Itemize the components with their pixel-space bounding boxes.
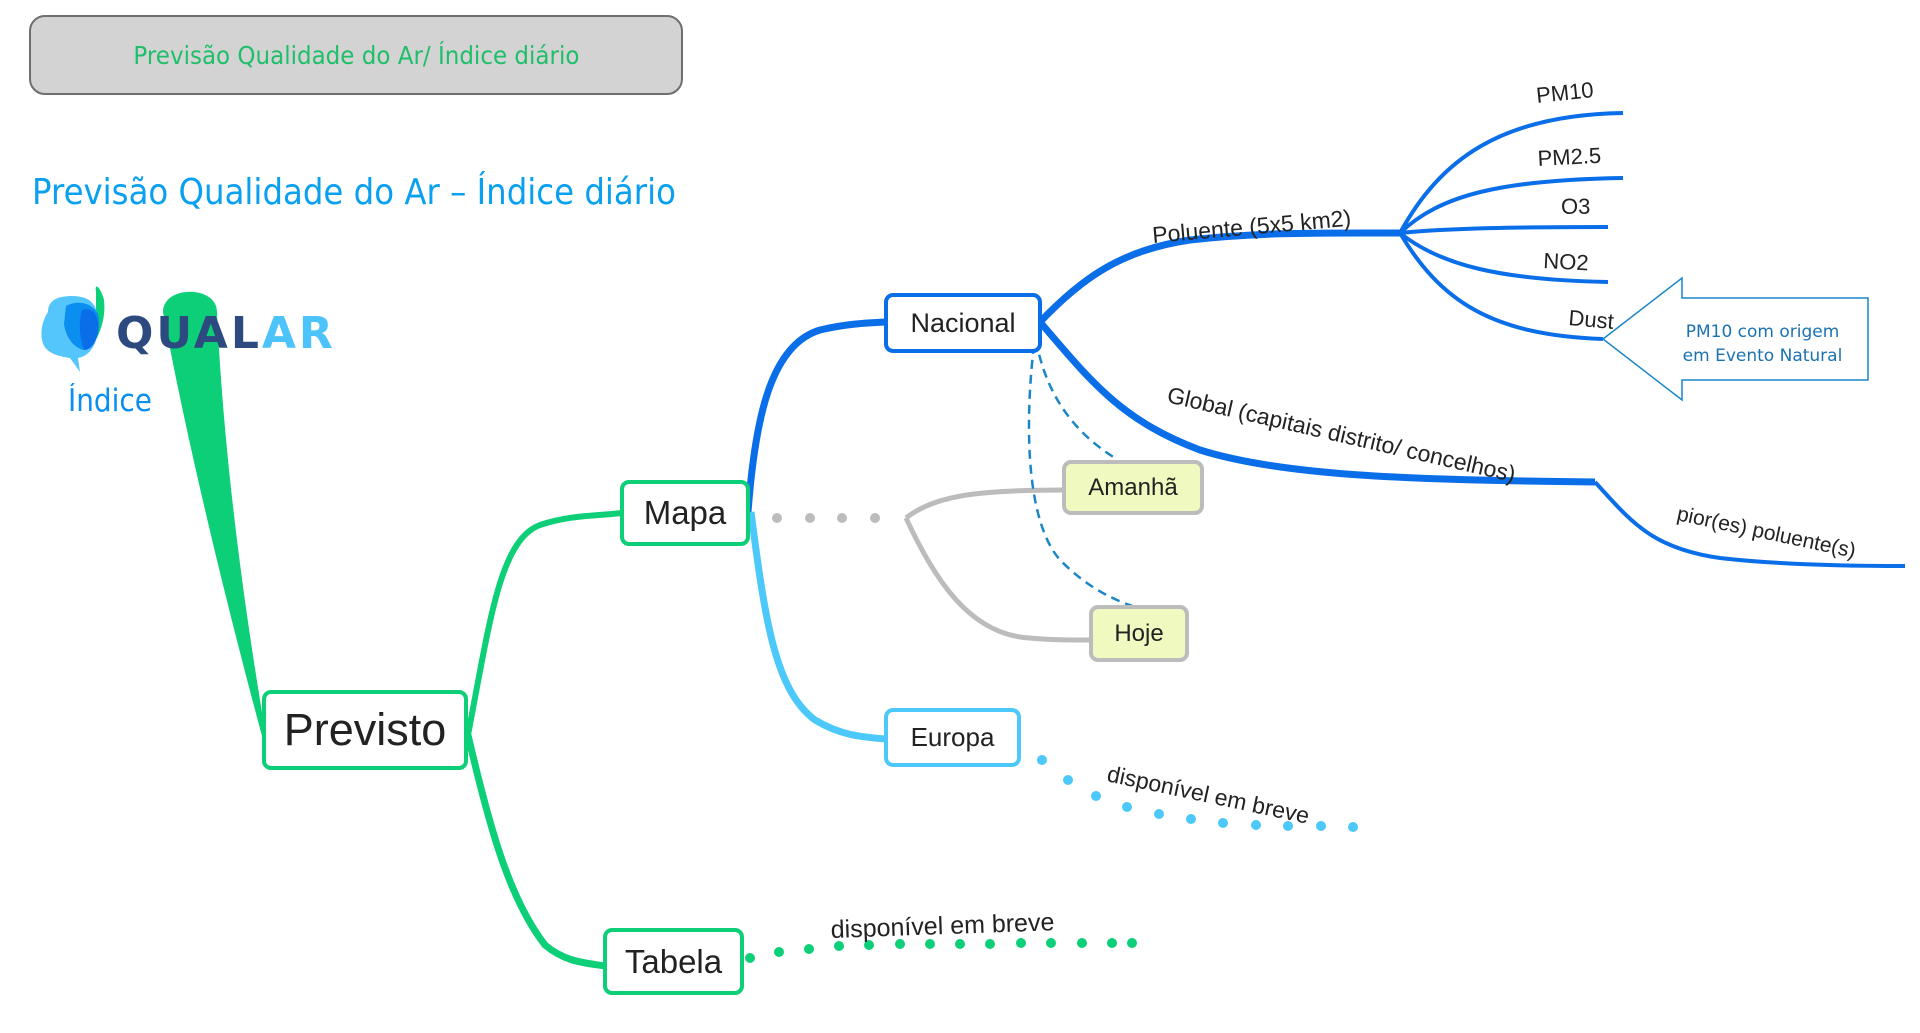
connector-previsto-tabela bbox=[464, 734, 606, 970]
pollutant-branches bbox=[1398, 111, 1624, 341]
connector-fork-hoje bbox=[903, 516, 1092, 643]
label-pm25: PM2.5 bbox=[1537, 143, 1602, 171]
branch-o3 bbox=[1399, 225, 1609, 235]
branch-pm10 bbox=[1398, 111, 1624, 234]
node-mapa[interactable]: Mapa bbox=[620, 480, 750, 546]
branch-pm25 bbox=[1398, 176, 1624, 235]
label-no2: NO2 bbox=[1543, 248, 1589, 275]
node-hoje-label: Hoje bbox=[1114, 619, 1164, 647]
logo-text-ar: AR bbox=[261, 308, 336, 359]
branch-no2 bbox=[1398, 231, 1609, 284]
callout-line-2: em Evento Natural bbox=[1682, 346, 1843, 366]
node-hoje[interactable]: Hoje bbox=[1089, 605, 1189, 662]
node-previsto-label: Previsto bbox=[283, 704, 447, 755]
label-dust: Dust bbox=[1568, 305, 1615, 334]
header-title: Previsão Qualidade do Ar/ Índice diário bbox=[132, 40, 580, 70]
branch-dust bbox=[1398, 231, 1604, 341]
node-nacional-label: Nacional bbox=[910, 307, 1016, 338]
logo-text-qual: QUAL bbox=[116, 308, 262, 359]
connector-mapa-nacional bbox=[744, 318, 887, 513]
node-mapa-label: Mapa bbox=[643, 494, 727, 531]
dashed-link-hoje bbox=[1027, 344, 1136, 609]
callout-line-1: PM10 com origem bbox=[1685, 322, 1840, 342]
node-amanha-label: Amanhã bbox=[1088, 473, 1178, 501]
label-poluente: Poluente (5x5 km2) bbox=[1151, 205, 1352, 248]
connector-previsto-mapa bbox=[465, 510, 623, 736]
label-o3: O3 bbox=[1561, 194, 1590, 219]
node-previsto[interactable]: Previsto bbox=[262, 690, 468, 770]
qualar-logo-icon bbox=[41, 286, 105, 372]
connector-pior bbox=[1593, 480, 1906, 568]
node-europa[interactable]: Europa bbox=[884, 708, 1021, 767]
node-nacional[interactable]: Nacional bbox=[884, 293, 1042, 353]
connector-mapa-europa bbox=[747, 511, 887, 743]
dashed-link-amanha bbox=[1034, 339, 1116, 460]
header-title-box: Previsão Qualidade do Ar/ Índice diário bbox=[29, 15, 683, 95]
node-amanha[interactable]: Amanhã bbox=[1062, 460, 1204, 515]
logo-caption: Índice bbox=[68, 383, 152, 419]
node-tabela[interactable]: Tabela bbox=[603, 928, 744, 995]
node-europa-label: Europa bbox=[910, 722, 995, 752]
root-ribbon bbox=[163, 291, 266, 736]
mapa-dots bbox=[772, 513, 880, 523]
connector-poluente bbox=[1037, 229, 1401, 325]
connector-global bbox=[1037, 319, 1596, 486]
label-pm10: PM10 bbox=[1535, 77, 1595, 108]
qualar-logo: QUALAR bbox=[116, 308, 336, 359]
callout-note: PM10 com origem em Evento Natural bbox=[1665, 320, 1860, 368]
callout-arrow-shape bbox=[1601, 276, 1869, 402]
node-tabela-label: Tabela bbox=[624, 942, 723, 980]
page-subtitle: Previsão Qualidade do Ar – Índice diário bbox=[32, 172, 676, 213]
tabela-dots bbox=[745, 938, 1137, 963]
label-europa-note: disponível em breve bbox=[1105, 760, 1312, 828]
europa-dots bbox=[1037, 755, 1358, 832]
connector-fork-amanha bbox=[904, 487, 1065, 520]
